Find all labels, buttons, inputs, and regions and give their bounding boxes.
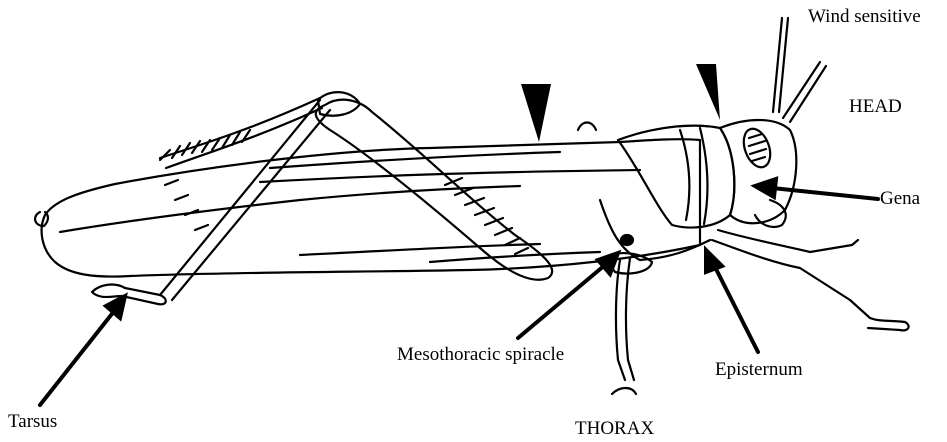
pointer-cone-2: [696, 64, 720, 120]
wing-vein-3: [300, 244, 540, 255]
tibia-spines: [160, 130, 250, 160]
gena-arrow-shaft: [772, 188, 878, 199]
antenna-right: [783, 62, 826, 122]
label-thorax: THORAX: [575, 419, 654, 438]
femur-knee: [318, 92, 360, 116]
mid-leg: [612, 258, 636, 394]
label-episternum: Episternum: [715, 360, 803, 379]
label-head: HEAD: [849, 97, 902, 116]
tibia-comb: [165, 180, 208, 230]
spiracle: [621, 235, 633, 245]
wing-vein-1: [270, 152, 560, 168]
episternum-arrowhead: [706, 250, 722, 272]
compound-eye: [739, 125, 775, 171]
dorsal-bump: [578, 123, 596, 131]
label-tarsus: Tarsus: [8, 412, 57, 431]
label-wind-sensitive: Wind sensitive: [808, 7, 921, 26]
label-gena: Gena: [880, 189, 920, 208]
tarsus-arrow-shaft: [40, 310, 115, 405]
spiracle-arrow-shaft: [518, 265, 605, 338]
eye-hatching: [749, 134, 766, 161]
antenna-left: [773, 18, 788, 112]
gena-arrowhead: [755, 179, 776, 197]
thorax-side: [600, 200, 710, 260]
abdomen-inner-line: [60, 186, 520, 232]
pronotum-ridges: [680, 128, 707, 224]
tarsus-foot: [92, 285, 166, 305]
pointer-cone-1: [521, 84, 551, 142]
episternum-arrow-shaft: [714, 265, 758, 352]
label-mesothoracic-spiracle: Mesothoracic spiracle: [397, 345, 564, 364]
